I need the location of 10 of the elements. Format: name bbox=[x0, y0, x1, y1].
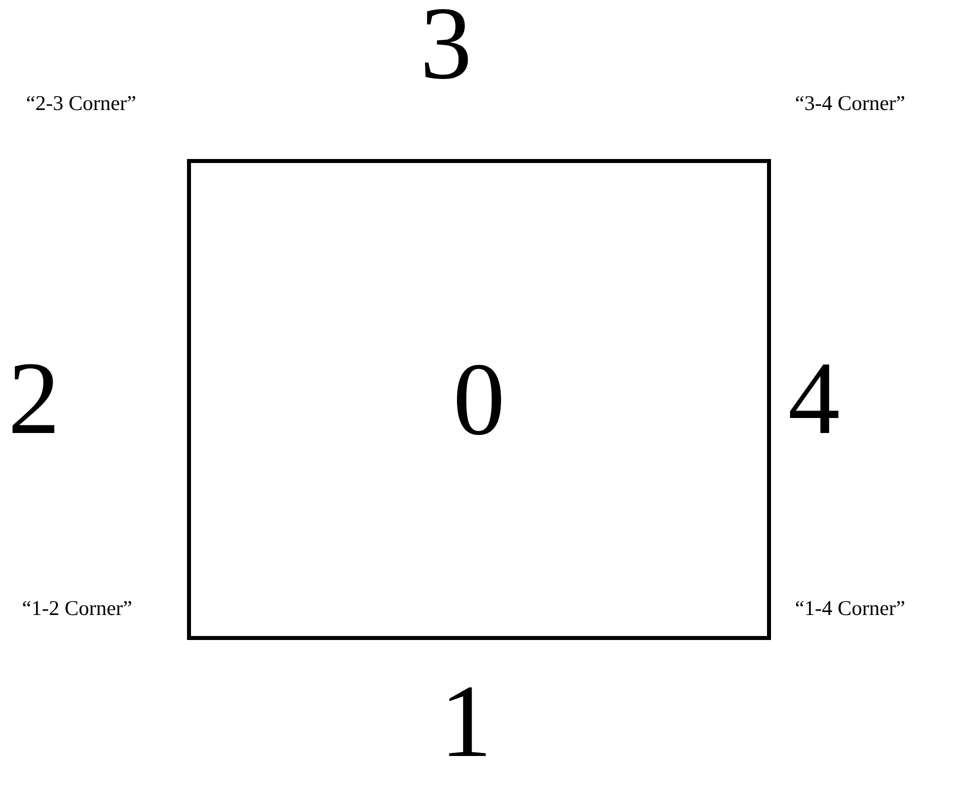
number-label: 0 bbox=[453, 348, 505, 452]
rectangle-outline bbox=[187, 159, 771, 640]
number-label: 1 bbox=[440, 670, 492, 774]
corner-label: “3-4 Corner” bbox=[795, 93, 906, 114]
corner-label: “1-4 Corner” bbox=[795, 598, 906, 619]
number-label: 2 bbox=[8, 347, 60, 451]
corner-label: “1-2 Corner” bbox=[22, 598, 132, 619]
number-label: 3 bbox=[420, 0, 472, 96]
corner-label: “2-3 Corner” bbox=[26, 93, 136, 114]
number-label: 4 bbox=[788, 347, 840, 451]
